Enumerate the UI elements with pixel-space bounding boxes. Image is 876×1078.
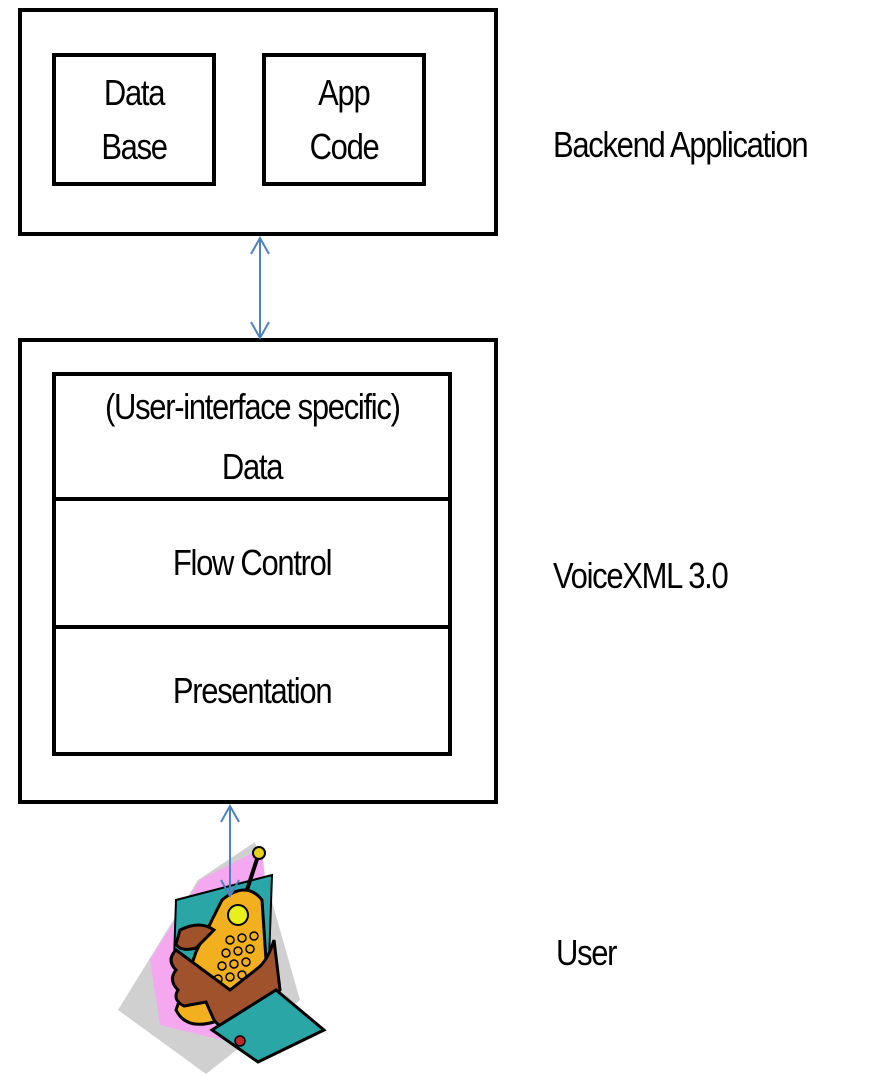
app-code-label-line1: App (318, 71, 371, 113)
database-box (52, 53, 216, 186)
backend-application-label: Backend Application (553, 124, 809, 165)
divider-data-flow (52, 497, 452, 501)
divider-flow-presentation (52, 625, 452, 629)
presentation-layer: Presentation (56, 629, 448, 752)
app-code-box (262, 53, 426, 186)
presentation-label: Presentation (172, 669, 333, 711)
voicexml-user-connector (220, 803, 240, 899)
cellphone-in-hand-clipart-icon (118, 842, 327, 1074)
app-code-label: App Code (266, 57, 422, 182)
flow-control-label: Flow Control (172, 542, 333, 583)
ui-data-layer-line1: (User-interface specific) (104, 385, 401, 427)
user-label: User (556, 932, 618, 973)
voicexml-inner-stack (52, 372, 452, 756)
ui-data-layer-line2: Data (221, 445, 284, 487)
backend-voicexml-connector (250, 235, 270, 341)
voicexml-label: VoiceXML 3.0 (553, 555, 729, 596)
database-label-line2: Base (101, 125, 168, 167)
flow-control-layer: Flow Control (56, 501, 448, 625)
database-label: Data Base (56, 57, 212, 182)
ui-data-layer: (User-interface specific) Data (56, 376, 448, 497)
database-label-line1: Data (103, 71, 166, 113)
app-code-label-line2: Code (309, 125, 380, 167)
